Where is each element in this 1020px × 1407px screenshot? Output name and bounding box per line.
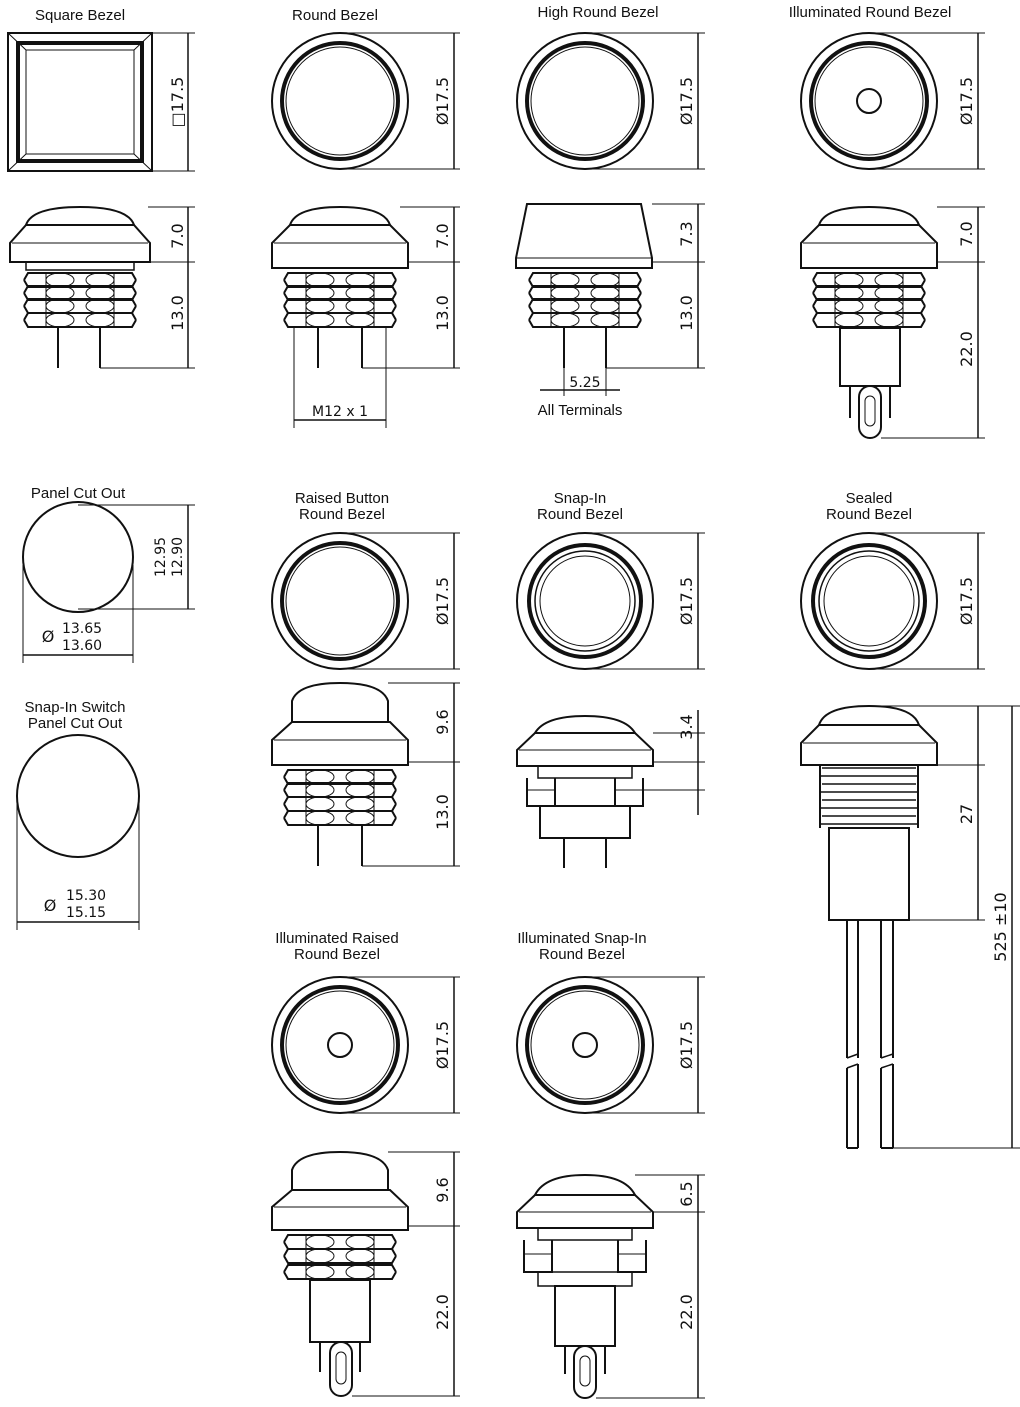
illuminated-round-bezel-title: Illuminated Round Bezel: [789, 4, 952, 21]
illuminated-raised-face-dimension: Ø17.5: [433, 1021, 452, 1069]
illuminated-raised-title-line2: Round Bezel: [294, 946, 380, 963]
high-round-bezel-front-view: Ø17.5: [515, 31, 705, 171]
raised-button-title-line2: Round Bezel: [299, 506, 385, 523]
round-bezel-front-view: Ø17.5: [270, 31, 460, 171]
snap-in-title-line2: Round Bezel: [537, 506, 623, 523]
square-bezel-side-view: 7.0 13.0: [9, 205, 195, 369]
snap-in-cut-out-view: Snap-In Switch Panel Cut Out Ø 15.30 15.…: [16, 699, 140, 930]
square-bezel-title: Square Bezel: [35, 7, 125, 24]
panel-cut-out-title: Panel Cut Out: [31, 485, 126, 502]
snap-in-cut-out-title-line1: Snap-In Switch: [25, 699, 126, 716]
round-bezel-body-height: 13.0: [433, 295, 452, 331]
led-lens-icon: [327, 1032, 353, 1058]
illuminated-raised-front-view: Ø17.5: [270, 975, 460, 1115]
illuminated-raised-title-line1: Illuminated Raised: [275, 930, 398, 947]
illuminated-snap-in-face-dimension: Ø17.5: [677, 1021, 696, 1069]
illuminated-round-bezel-side-view: 7.0 22.0: [800, 205, 985, 439]
illuminated-round-bezel-face-dimension: Ø17.5: [957, 77, 976, 125]
high-round-bezel-title: High Round Bezel: [538, 4, 659, 21]
illuminated-round-bezel-body-height: 22.0: [957, 331, 976, 367]
illuminated-raised-side-view: 9.6 22.0: [271, 1150, 460, 1397]
illuminated-snap-in-top-height: 6.5: [677, 1181, 696, 1206]
raised-button-top-height: 9.6: [433, 709, 452, 734]
square-bezel-front-view: □17.5: [7, 32, 195, 172]
snap-in-front-view: Ø17.5: [516, 532, 705, 670]
raised-button-title-line1: Raised Button: [295, 490, 389, 507]
high-round-bezel-side-view: 5.25 All Terminals 7.3 13.0: [515, 203, 705, 419]
high-round-bezel-top-height: 7.3: [677, 221, 696, 246]
round-bezel-face-dimension: Ø17.5: [433, 77, 452, 125]
panel-cut-out-view: Panel Cut Out 12.95 12.90 Ø 13.65 13.60: [22, 485, 195, 663]
illuminated-round-bezel-front-view: Ø17.5: [799, 31, 985, 171]
illuminated-snap-in-title-line1: Illuminated Snap-In: [517, 930, 646, 947]
illuminated-snap-in-front-view: Ø17.5: [515, 975, 705, 1115]
snap-in-side-view: 3.4: [516, 710, 705, 868]
snap-in-face-dimension: Ø17.5: [677, 577, 696, 625]
round-bezel-top-height: 7.0: [433, 223, 452, 248]
sealed-title-line2: Round Bezel: [826, 506, 912, 523]
snap-in-cut-out-diameter-max: 15.30: [66, 888, 106, 904]
raised-button-body-height: 13.0: [433, 794, 452, 830]
panel-cut-out-diameter-symbol: Ø: [42, 627, 55, 646]
sealed-total-length: 525 ±10: [991, 892, 1010, 961]
snap-in-cut-out-diameter-min: 15.15: [66, 905, 106, 921]
high-round-bezel-terminal-pitch: 5.25: [569, 375, 600, 391]
led-lens-icon: [856, 88, 882, 114]
snap-in-cut-out-title-line2: Panel Cut Out: [28, 715, 123, 732]
snap-in-top-height: 3.4: [677, 714, 696, 739]
sealed-title-line1: Sealed: [846, 490, 893, 507]
snap-in-title-line1: Snap-In: [554, 490, 607, 507]
panel-cut-out-height-min: 12.90: [170, 537, 186, 577]
illuminated-round-bezel-top-height: 7.0: [957, 221, 976, 246]
high-round-bezel-pitch-note: All Terminals: [538, 402, 623, 419]
sealed-body-height: 27: [957, 804, 976, 824]
panel-cut-out-diameter-min: 13.60: [62, 638, 102, 654]
round-bezel-title: Round Bezel: [292, 7, 378, 24]
illuminated-snap-in-body-height: 22.0: [677, 1294, 696, 1330]
sealed-face-dimension: Ø17.5: [957, 577, 976, 625]
high-round-bezel-face-dimension: Ø17.5: [677, 77, 696, 125]
round-bezel-side-view: M12 x 1 7.0 13.0: [271, 205, 460, 428]
square-bezel-top-height: 7.0: [168, 223, 187, 248]
square-bezel-body-height: 13.0: [168, 295, 187, 331]
square-bezel-face-dimension: □17.5: [168, 77, 187, 128]
high-round-bezel-body-height: 13.0: [677, 295, 696, 331]
sealed-side-view: 27 525 ±10: [800, 704, 1020, 1149]
led-lens-icon: [572, 1032, 598, 1058]
raised-button-face-dimension: Ø17.5: [433, 577, 452, 625]
snap-in-cut-out-diameter-symbol: Ø: [44, 896, 57, 915]
raised-button-front-view: Ø17.5: [270, 531, 460, 671]
illuminated-snap-in-title-line2: Round Bezel: [539, 946, 625, 963]
illuminated-raised-body-height: 22.0: [433, 1294, 452, 1330]
panel-cut-out-height-max: 12.95: [153, 537, 169, 577]
sealed-front-view: Ø17.5: [800, 532, 985, 670]
panel-cut-out-diameter-max: 13.65: [62, 621, 102, 637]
illuminated-snap-in-side-view: 6.5 22.0: [516, 1173, 705, 1399]
illuminated-raised-top-height: 9.6: [433, 1177, 452, 1202]
raised-button-side-view: 9.6 13.0: [271, 681, 460, 867]
round-bezel-thread-spec: M12 x 1: [312, 404, 368, 420]
